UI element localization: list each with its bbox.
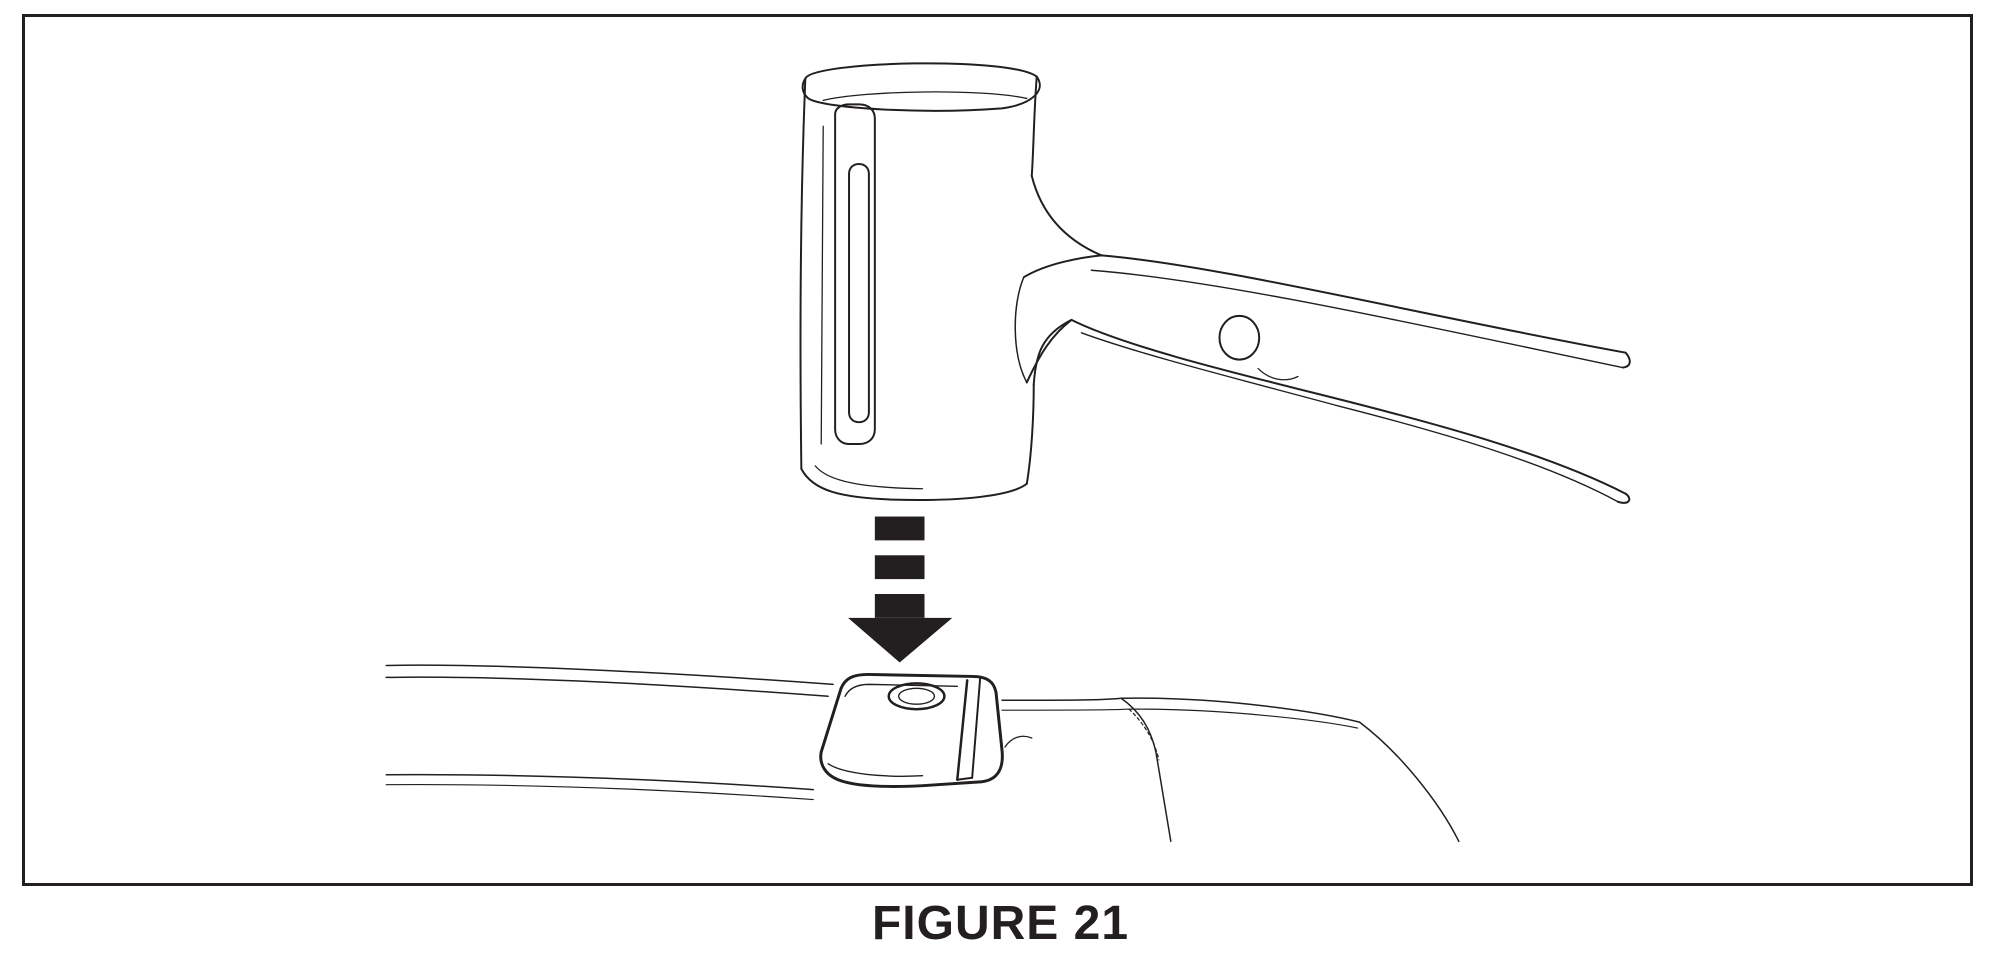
figure-caption: FIGURE 21 — [871, 897, 1130, 950]
cap-plug — [819, 672, 1004, 788]
figure-frame — [22, 14, 1973, 886]
strike-arrow — [848, 516, 953, 663]
mallet-handle — [1070, 254, 1631, 504]
mallet-striking-cap-icon — [385, 62, 1631, 843]
mallet-neck — [1014, 174, 1103, 386]
mallet-head — [799, 62, 1041, 501]
surface — [385, 664, 1460, 843]
